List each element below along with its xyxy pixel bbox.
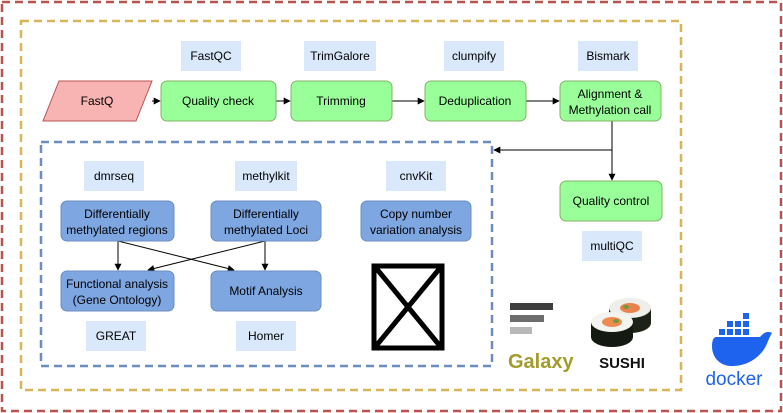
tool-label-methylkit: methylkit	[242, 169, 290, 183]
docker-logo: docker	[705, 313, 772, 390]
inner-dashed-border	[39, 140, 494, 368]
alignment-node	[559, 80, 662, 122]
tool-box-methylkit	[235, 161, 297, 191]
dmr-node	[60, 200, 175, 242]
tool-label-multiqc: multiQC	[590, 239, 634, 253]
tool-box-fastqc	[181, 41, 241, 71]
dml-label-line2: methylated Loci	[224, 223, 308, 237]
tool-label-cnvkit: cnvKit	[400, 169, 433, 183]
tool-box-multiqc	[582, 231, 642, 261]
tool-box-great	[86, 321, 146, 351]
quality-control-node	[559, 180, 663, 222]
connectors	[114, 97, 616, 272]
tool-box-clumpify	[444, 41, 504, 71]
functional-analysis-node	[60, 270, 175, 312]
edge-dmr-to-motif	[117, 240, 235, 272]
docker-logo-text: docker	[705, 369, 763, 390]
cnv-node	[360, 200, 472, 242]
alignment-label-line1: Alignment &	[578, 87, 643, 101]
quality-check-label: Quality check	[182, 94, 255, 108]
tool-box-dmrseq	[84, 161, 144, 191]
galaxy-logo: Galaxy	[508, 303, 574, 373]
quality-check-node	[160, 80, 277, 122]
galaxy-logo-text: Galaxy	[508, 351, 574, 373]
dml-node	[210, 200, 322, 242]
sushi-logo: SUSHI	[591, 298, 651, 372]
trimming-label: Trimming	[316, 94, 366, 108]
edge-dml-to-functional	[147, 240, 266, 272]
tool-label-clumpify: clumpify	[452, 49, 496, 63]
tool-label-bismark: Bismark	[586, 49, 630, 63]
cnv-label-line2: variation analysis	[370, 223, 462, 237]
placeholder-image-icon	[371, 263, 445, 351]
tool-box-bismark	[578, 41, 638, 71]
tool-box-cnvkit	[386, 161, 446, 191]
functional-label-line1: Functional analysis	[66, 277, 168, 291]
docker-whale-icon	[712, 332, 772, 367]
alignment-label-line2: Methylation call	[569, 103, 652, 117]
dmr-label-line1: Differentially	[84, 207, 150, 221]
tool-label-fastqc: FastQC	[190, 49, 232, 63]
motif-analysis-node	[210, 270, 322, 312]
tool-box-homer	[236, 321, 296, 351]
middle-dashed-border	[19, 19, 683, 392]
sushi-logo-text: SUSHI	[599, 355, 645, 372]
tool-label-trimgalore: TrimGalore	[310, 49, 370, 63]
docker-containers-icon	[719, 313, 749, 335]
fastq-label: FastQ	[81, 94, 114, 108]
trimming-node	[290, 80, 393, 122]
tool-box-trimgalore	[304, 41, 376, 71]
tool-label-great: GREAT	[96, 329, 137, 343]
tool-label-homer: Homer	[248, 329, 284, 343]
quality-control-label: Quality control	[573, 194, 650, 208]
analysis-nodes: Differentially methylated regions Differ…	[60, 200, 472, 312]
fastq-input-node	[42, 80, 153, 122]
deduplication-label: Deduplication	[439, 94, 512, 108]
dmr-label-line2: methylated regions	[66, 223, 167, 237]
functional-label-line2: (Gene Ontology)	[73, 293, 162, 307]
deduplication-node	[424, 80, 527, 122]
pipeline-steps: Quality check Trimming Deduplication Ali…	[160, 80, 663, 222]
tool-label-dmrseq: dmrseq	[94, 169, 134, 183]
tool-labels: FastQC TrimGalore clumpify Bismark multi…	[84, 41, 642, 351]
motif-label: Motif Analysis	[229, 284, 302, 298]
dml-label-line1: Differentially	[233, 207, 299, 221]
cnv-label-line1: Copy number	[380, 207, 452, 221]
